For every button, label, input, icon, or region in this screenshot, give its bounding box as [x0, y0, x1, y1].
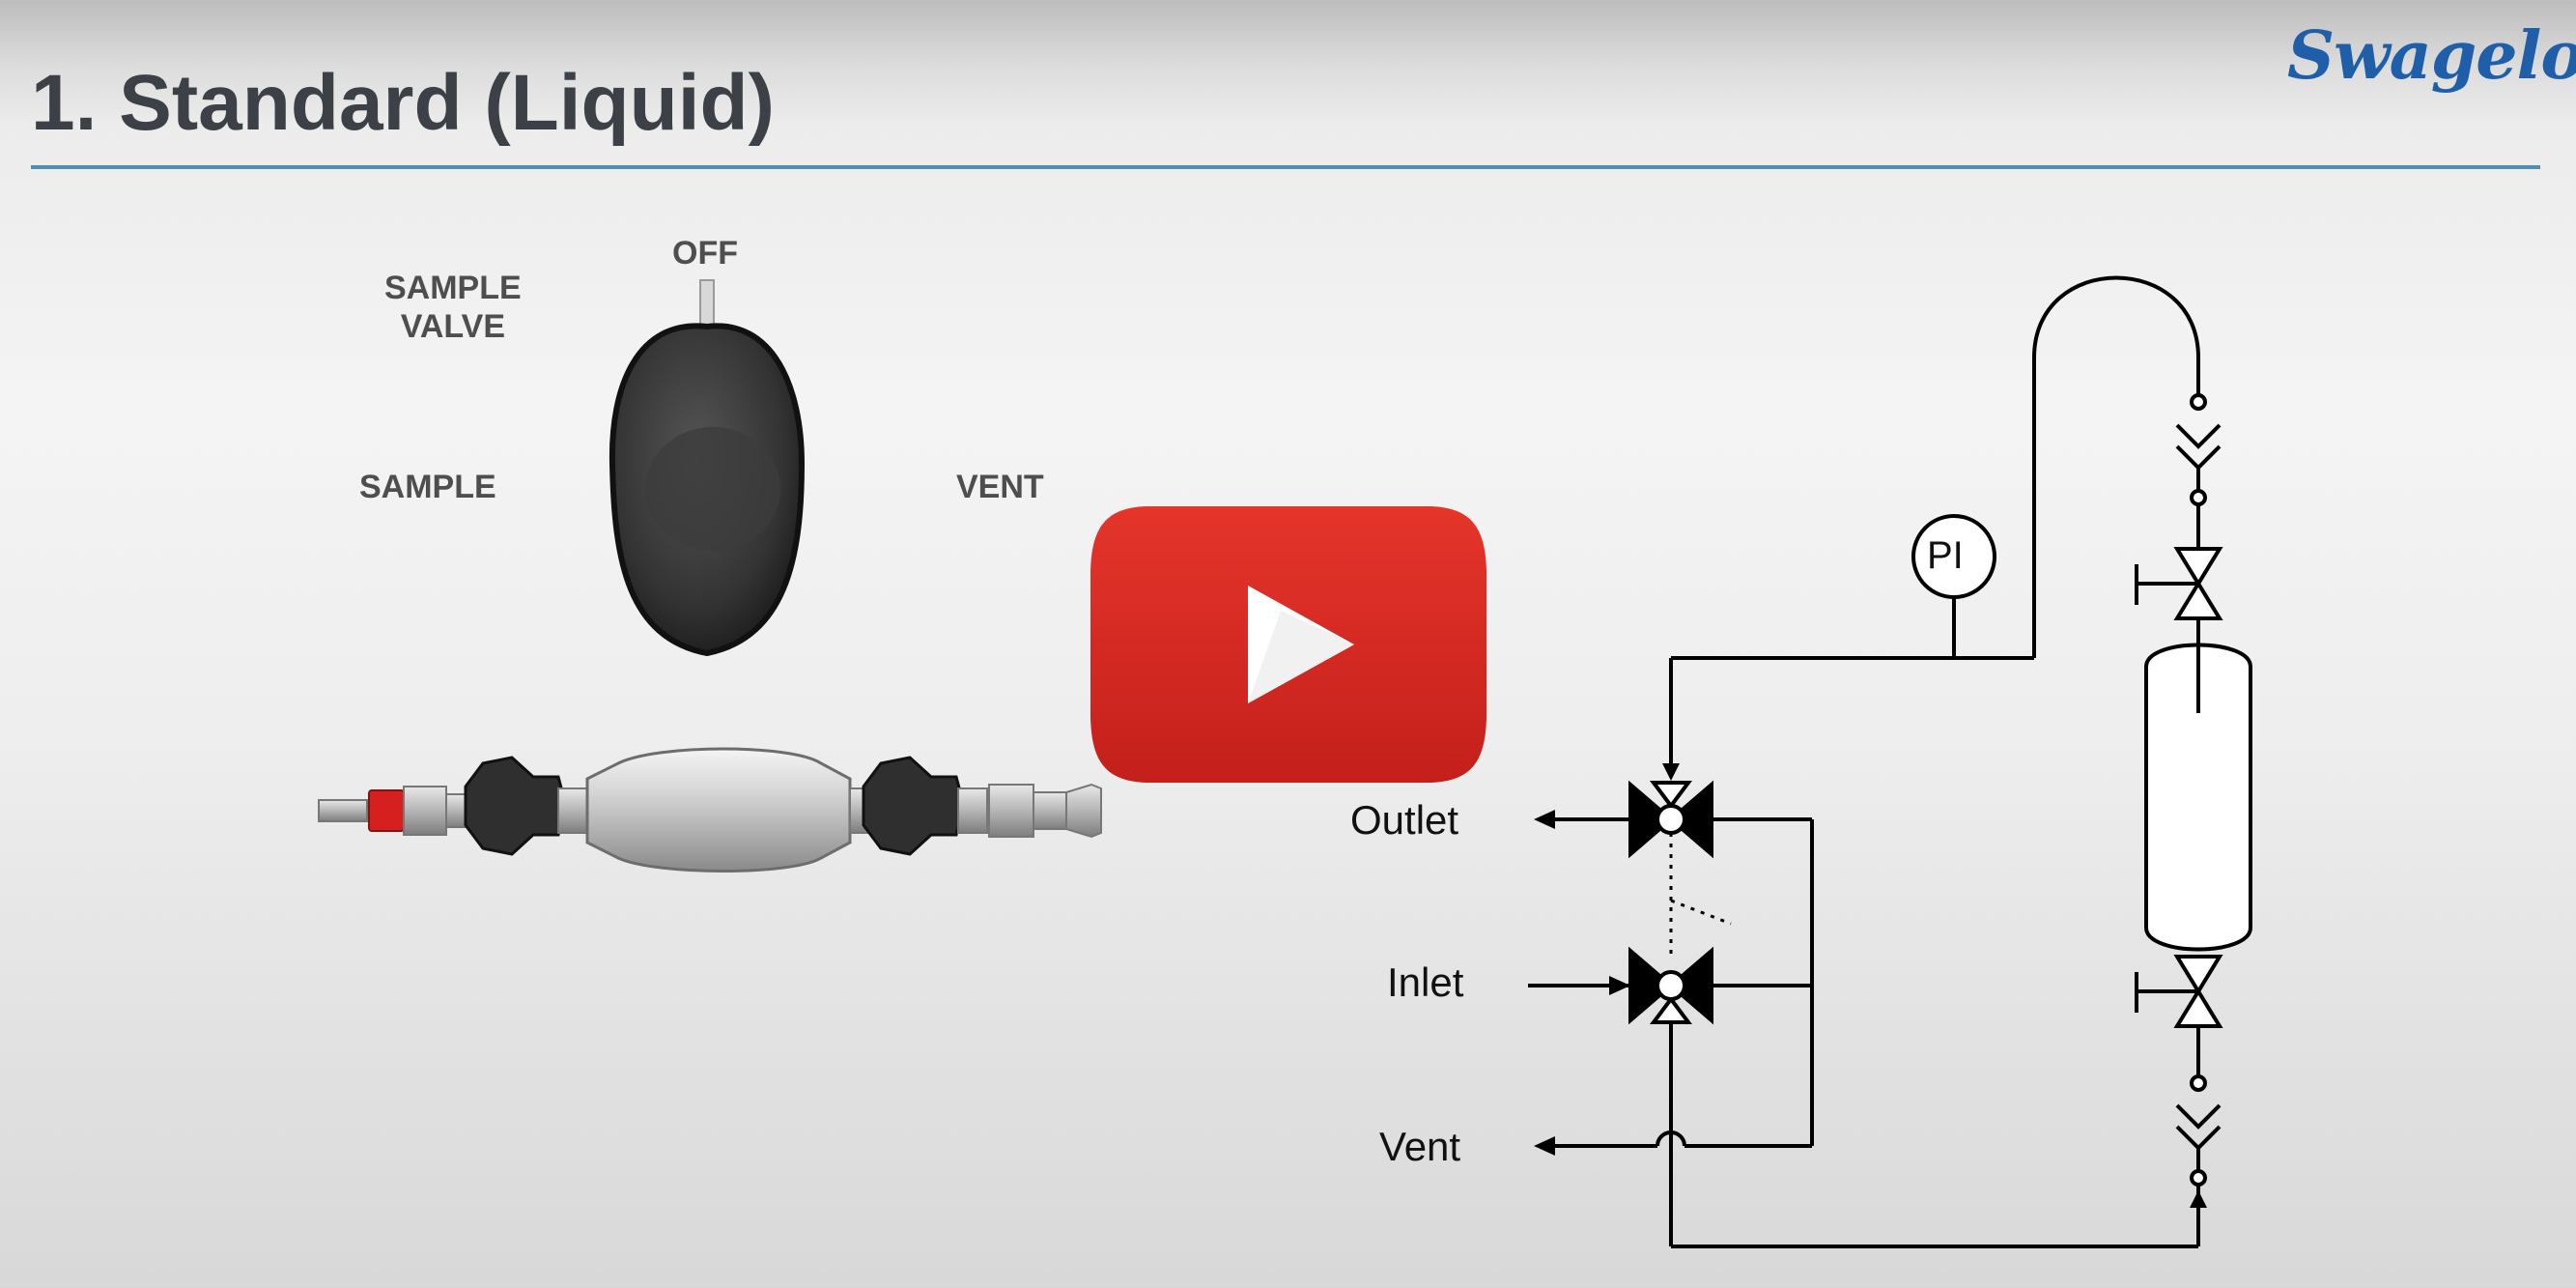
schematic-label-outlet: Outlet	[1350, 797, 1459, 843]
schematic-label-pi: PI	[1927, 534, 1964, 577]
dial-label-sample-valve-line1: SAMPLE	[384, 270, 522, 306]
slide-title: 1. Standard (Liquid)	[31, 59, 775, 147]
title-divider	[31, 165, 2540, 169]
dial-label-sample-valve-line2: VALVE	[400, 308, 505, 345]
play-button[interactable]	[1088, 504, 1489, 785]
sample-cylinder-assembly	[318, 747, 1102, 873]
schematic-label-inlet: Inlet	[1387, 959, 1464, 1005]
dial-label-sample: SAMPLE	[359, 469, 496, 505]
schematic-label-vent: Vent	[1379, 1124, 1461, 1169]
dial-label-vent: VENT	[956, 469, 1044, 505]
sample-valve-knob	[609, 279, 806, 657]
swagelok-logo: Swagelok	[2287, 17, 2576, 95]
youtube-play-icon	[1090, 506, 1486, 783]
flow-schematic	[1528, 275, 2252, 1248]
dial-label-off: OFF	[672, 235, 738, 272]
dial-label-sample-valve: SAMPLE VALVE	[384, 269, 522, 346]
